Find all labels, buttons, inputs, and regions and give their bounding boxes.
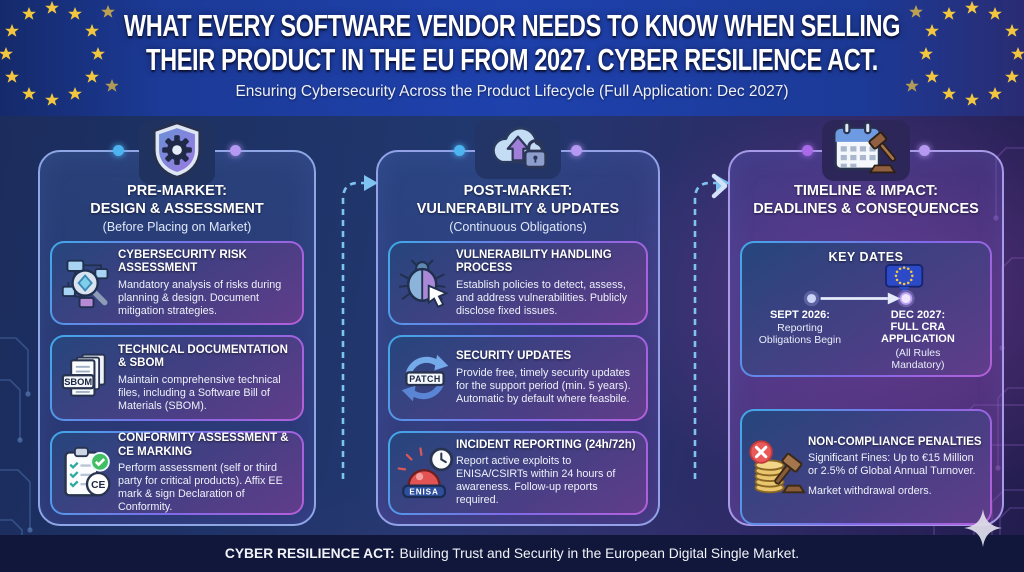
fines-gavel-icon — [746, 439, 808, 495]
panel-dot-left — [113, 145, 124, 156]
column-title-line1: PRE-MARKET: — [127, 183, 227, 199]
card-title: CYBERSECURITY RISK ASSESSMENT — [118, 248, 247, 275]
footer-bold-text: CYBER RESILIENCE ACT: — [224, 546, 395, 561]
key-date-end-desc: (All Rules Mandatory) — [891, 346, 945, 371]
card-key-dates: KEY DATES — [740, 241, 992, 377]
header-subtitle: Ensuring Cybersecurity Across the Produc… — [235, 83, 789, 101]
key-date-end-title: FULL CRA APPLICATION — [881, 320, 955, 346]
header-banner: WHAT EVERY SOFTWARE VENDOR NEEDS TO KNOW… — [0, 0, 1024, 116]
card-title: SECURITY UPDATES — [456, 350, 572, 363]
panel-dot-left — [454, 145, 465, 156]
circuit-pattern-left — [0, 337, 33, 568]
card-conformity-assessment: CE CONFORMITY ASSESSMENT & CE MARKING Pe… — [50, 431, 304, 515]
card-vulnerability-handling: VULNERABILITY HANDLING PROCESS Establish… — [388, 241, 648, 325]
card-body: Maintain comprehensive technical files, … — [118, 373, 281, 412]
column-pre-market: PRE-MARKET: DESIGN & ASSESSMENT (Before … — [38, 120, 316, 532]
panel-dot-right — [919, 145, 930, 156]
main-title-line1: WHAT EVERY SOFTWARE VENDOR NEEDS TO KNOW… — [123, 8, 901, 43]
footer-text: Building Trust and Security in the Europ… — [399, 546, 800, 561]
key-date-end: DEC 2027: — [890, 308, 946, 321]
dashed-arrow-connector-1 — [341, 175, 378, 479]
card-body: Report active exploits to ENISA/CSIRTs w… — [456, 455, 616, 507]
card-non-compliance-penalties: NON-COMPLIANCE PENALTIES Significant Fin… — [740, 409, 992, 525]
calendar-gavel-icon — [822, 120, 910, 181]
card-risk-assessment: CYBERSECURITY RISK ASSESSMENT Mandatory … — [50, 241, 304, 325]
column-post-market: POST-MARKET: VULNERABILITY & UPDATES (Co… — [376, 120, 660, 532]
card-title: CONFORMITY ASSESSMENT & CE MARKING — [118, 432, 289, 458]
column-subtitle: (Before Placing on Market) — [102, 220, 252, 235]
column-title-line1: TIMELINE & IMPACT: — [794, 183, 938, 199]
chevron-right-icon — [711, 173, 728, 199]
timeline-graphic — [803, 264, 924, 308]
card-security-updates: PATCH SECURITY UPDATES Provide free, tim… — [388, 335, 648, 421]
card-title: NON-COMPLIANCE PENALTIES — [808, 435, 982, 448]
column-title-line2: DEADLINES & CONSEQUENCES — [753, 201, 979, 218]
sbom-label: SBOM — [64, 377, 92, 387]
patch-label: PATCH — [409, 374, 440, 384]
column-title-line2: VULNERABILITY & UPDATES — [416, 201, 620, 218]
card-incident-reporting: ENISA INCIDENT REPORTING (24h/72h) Repor… — [388, 431, 648, 515]
panel-dot-left — [802, 145, 813, 156]
dashed-arrow-connector-2 — [693, 175, 730, 479]
column-title-line2: DESIGN & ASSESSMENT — [90, 201, 264, 218]
timeline-arrowhead — [887, 292, 901, 305]
card-body: Establish policies to detect, assess, an… — [456, 278, 628, 317]
risk-analysis-icon — [56, 256, 118, 310]
key-date-start: SEPT 2026: — [769, 308, 830, 321]
panel-dot-right — [571, 145, 582, 156]
bug-cursor-icon — [394, 256, 456, 310]
shield-gear-icon — [139, 120, 215, 185]
card-body: Perform assessment (self or third party … — [118, 462, 283, 514]
sparkle-icon — [964, 509, 1002, 547]
cloud-upload-lock-icon — [475, 120, 561, 179]
footer-bar: CYBER RESILIENCE ACT: Building Trust and… — [0, 535, 1024, 572]
ce-label: CE — [91, 480, 105, 491]
patch-sync-icon: PATCH — [394, 351, 456, 405]
card-title: TECHNICAL DOCUMENTATION & SBOM — [118, 343, 288, 370]
column-subtitle: (Continuous Obligations) — [449, 220, 587, 235]
card-body-withdrawal: Market withdrawal orders. — [808, 485, 932, 498]
ce-clipboard-icon: CE — [56, 446, 118, 500]
enisa-siren-icon: ENISA — [394, 446, 456, 500]
sbom-documents-icon: SBOM — [56, 351, 118, 405]
card-body: Provide free, timely security updates fo… — [456, 366, 631, 405]
card-title: INCIDENT REPORTING (24h/72h) — [456, 438, 636, 451]
key-dates-title: KEY DATES — [828, 250, 904, 264]
panel-dot-right — [230, 145, 241, 156]
card-technical-documentation: SBOM TECHNICAL DOCUMENTATION & SBOM Main… — [50, 335, 304, 421]
column-timeline-impact: TIMELINE & IMPACT: DEADLINES & CONSEQUEN… — [728, 120, 1004, 532]
card-body: Mandatory analysis of risks during plann… — [118, 278, 282, 317]
column-title-line1: POST-MARKET: — [463, 183, 573, 199]
card-body-fines: Significant Fines: Up to €15 Million or … — [808, 452, 976, 478]
main-title-line2: THEIR PRODUCT IN THE EU FROM 2027. CYBER… — [146, 42, 878, 78]
enisa-label: ENISA — [409, 488, 438, 497]
card-title: VULNERABILITY HANDLING PROCESS — [456, 248, 612, 275]
key-date-start-desc: Reporting Obligations Begin — [758, 321, 842, 346]
